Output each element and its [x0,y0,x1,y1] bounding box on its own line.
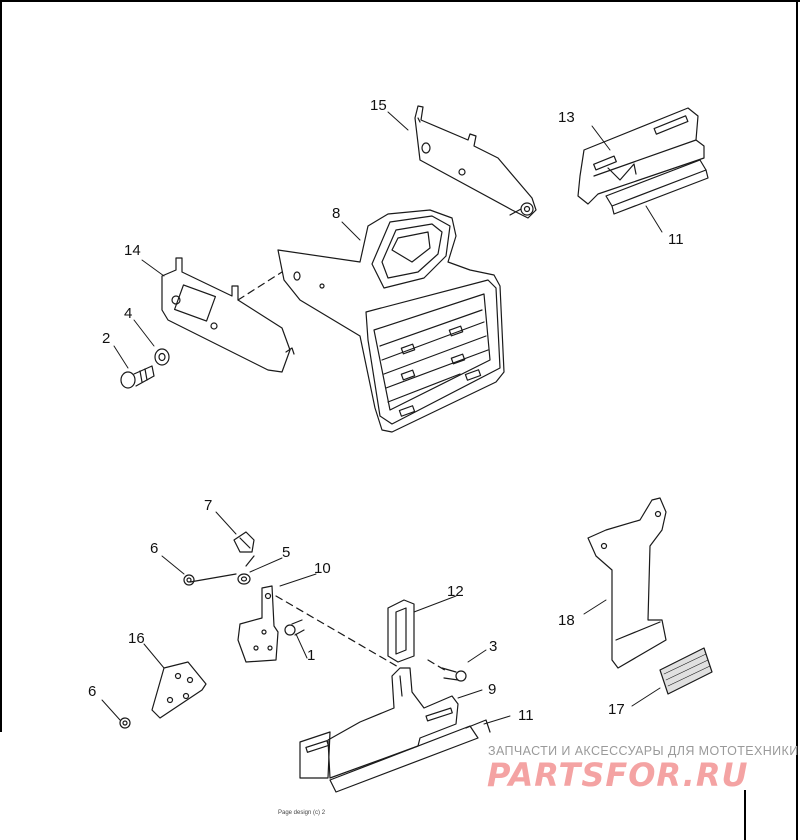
frame-bottom-tick [744,790,746,840]
watermark-tagline: ЗАПЧАСТИ И АКСЕССУАРЫ ДЛЯ МОТОТЕХНИКИ [488,744,799,758]
callout-labels: 15 13 11 8 14 4 2 7 6 5 10 12 3 1 16 6 1… [88,97,684,724]
callout-10: 10 [314,560,331,577]
watermark-logo: PARTSFOR.RU [487,756,749,794]
leader-lines [101,111,663,725]
part-11-reflector-upper [605,159,709,215]
assembly-lines [237,271,449,673]
callout-13: 13 [558,109,575,126]
part-15-upper-bracket [414,105,537,219]
frame-left-border [0,0,2,732]
callout-14: 14 [124,242,141,259]
callout-6-lower: 6 [88,683,96,700]
frame-right-border [796,0,798,840]
callout-8: 8 [332,205,340,222]
part-6-nut-upper [183,574,195,586]
assembly-line-nuts [189,555,255,583]
part-9-lower-bracket [299,667,459,779]
part-4-washer [154,348,170,366]
part-10-angle-bracket [237,585,279,663]
callout-4: 4 [124,305,132,322]
callout-6-upper: 6 [150,540,158,557]
part-18-strap-bracket [587,497,667,669]
frame-top-border [0,0,800,2]
callout-11-lower: 11 [518,707,534,724]
callout-16: 16 [128,630,145,647]
callout-1: 1 [307,647,315,664]
callout-15: 15 [370,97,387,114]
part-16-plate [151,661,207,719]
callout-9: 9 [488,681,496,698]
callout-18: 18 [558,612,575,629]
callout-3: 3 [489,638,497,655]
callout-2: 2 [102,330,110,347]
part-11-reflector-lower [329,719,491,793]
part-5-washer [237,573,251,585]
part-14-side-bracket [161,257,295,373]
callout-11-upper: 11 [668,231,684,248]
callout-12: 12 [447,583,464,600]
part-3-screw [441,667,467,682]
part-13-reflector-holder [577,107,705,205]
part-12-clip [387,599,415,663]
part-7-acorn-nut [233,531,255,553]
callout-17: 17 [608,701,625,718]
part-8-plate-housing [277,209,505,433]
callout-7: 7 [204,497,212,514]
part-17-reflector [659,647,713,695]
part-1-bolt [284,619,305,636]
callout-5: 5 [282,544,290,561]
part-6-nut-lower [119,717,131,729]
part-2-screw [120,365,155,389]
footer-note: Page design (c) 2 [278,810,326,816]
